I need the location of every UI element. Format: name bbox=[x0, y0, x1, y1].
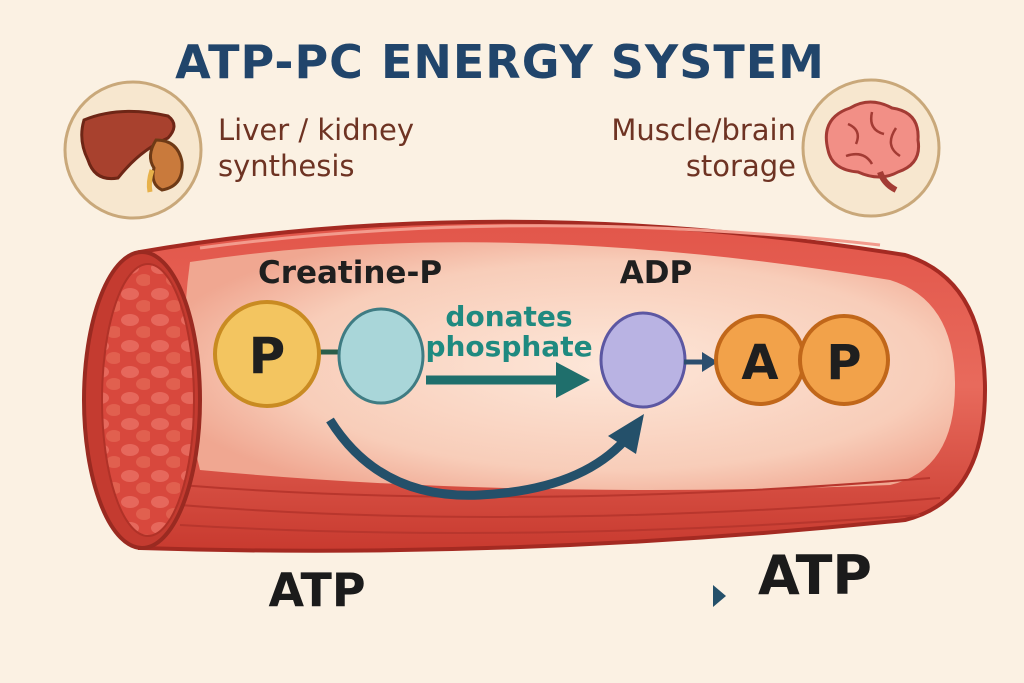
left-source-line2: synthesis bbox=[218, 149, 355, 183]
creatine-circle bbox=[337, 307, 425, 405]
donates-label-line1: donates bbox=[445, 300, 572, 333]
phosphate-circle bbox=[213, 300, 321, 408]
atp-output-pointer-icon bbox=[713, 585, 726, 607]
atp-output-left: ATP bbox=[268, 563, 365, 617]
atp-output-right: ATP bbox=[758, 544, 872, 607]
right-source-line2: storage bbox=[686, 149, 796, 183]
phosphate-symbol: P bbox=[249, 327, 286, 385]
page-title: ATP-PC ENERGY SYSTEM bbox=[175, 35, 825, 89]
atp-a-symbol: A bbox=[741, 335, 778, 391]
creatine-p-label: Creatine-P bbox=[258, 255, 442, 291]
regeneration-curve-arrow bbox=[326, 414, 644, 500]
transfer-arrow bbox=[426, 362, 590, 398]
adp-circle bbox=[599, 311, 687, 409]
brain-badge bbox=[801, 78, 941, 218]
brain-icon bbox=[824, 100, 921, 193]
atp-phosphate-circle bbox=[798, 314, 890, 406]
muscle-fiber bbox=[82, 219, 988, 553]
liver-kidney-badge bbox=[63, 80, 203, 220]
donates-label-line2: phosphate bbox=[425, 330, 592, 363]
left-source-line1: Liver / kidney bbox=[218, 113, 414, 147]
atp-p-symbol: P bbox=[826, 335, 861, 391]
right-source-line1: Muscle/brain bbox=[611, 113, 796, 147]
adp-label: ADP bbox=[620, 255, 692, 291]
liver-kidney-icon bbox=[80, 109, 184, 193]
